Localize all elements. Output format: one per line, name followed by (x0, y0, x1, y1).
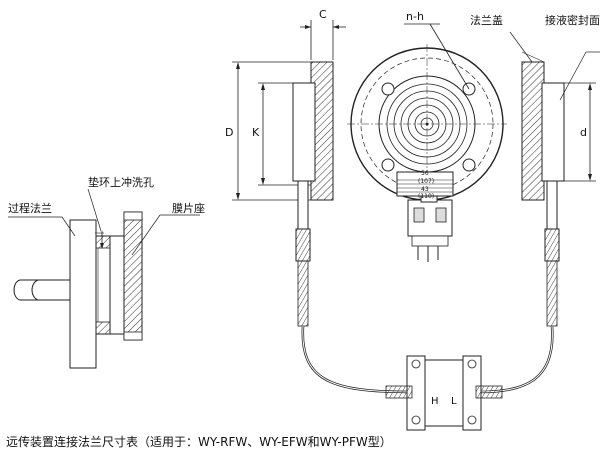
bolt-hole (462, 158, 476, 172)
label-gasket-flush-hole: 垫环上冲洗孔 (88, 175, 154, 189)
manifold-assembly (385, 355, 503, 431)
label-H: H (431, 396, 439, 407)
center-flange-front-view (347, 23, 507, 204)
label-seal-face: 接液密封面 (545, 13, 600, 27)
label-diaphragm-seat: 膜片座 (172, 201, 205, 215)
label-n-h: n-h (406, 10, 424, 23)
dim-label-56: 56 (421, 170, 429, 177)
label-flange-cover: 法兰盖 (470, 13, 503, 27)
dim-label-110: (110) (418, 193, 434, 200)
label-process-flange: 过程法兰 (8, 201, 52, 215)
transmitter-housing (396, 171, 454, 262)
label-L: L (451, 396, 457, 407)
right-flange-side-view (509, 31, 600, 327)
dim-label-K: K (252, 126, 260, 139)
figure-caption: 远传装置连接法兰尺寸表（适用于：WY-RFW、WY-EFW和WY-PFW型） (6, 435, 392, 449)
dim-label-43: 43 (421, 186, 429, 193)
left-diaphragm-seat (292, 82, 316, 182)
left-flange-side-view (232, 20, 346, 327)
dim-label-107: (107) (418, 178, 434, 185)
dim-label-D: D (225, 126, 233, 139)
dim-label-d: d (580, 126, 587, 139)
bolt-hole (381, 158, 395, 172)
dim-label-c: C (319, 8, 327, 21)
bolt-hole (381, 82, 395, 96)
process-flange-detail (8, 188, 200, 369)
